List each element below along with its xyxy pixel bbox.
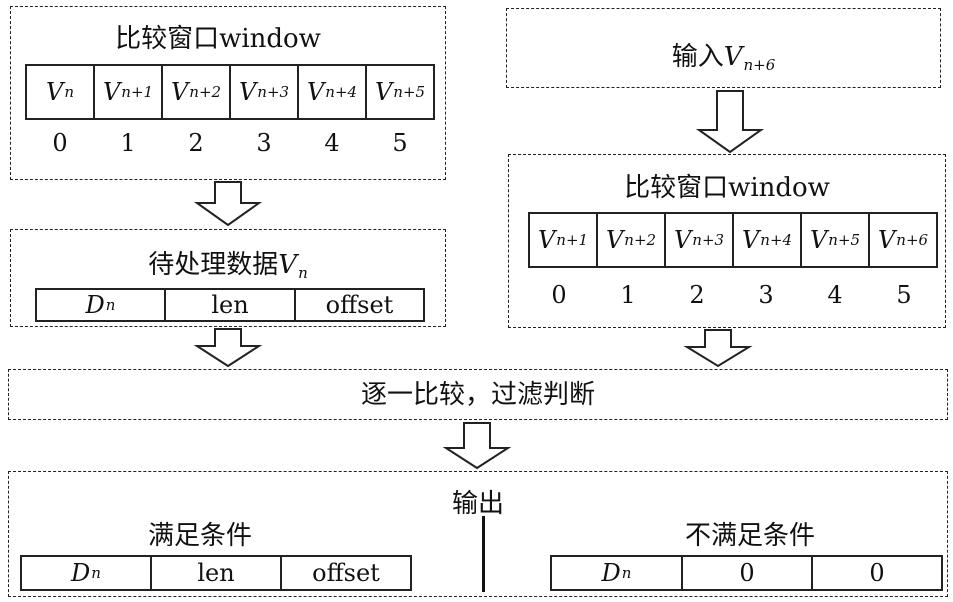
- not-satisfied-label: 不满足条件: [684, 521, 815, 551]
- data-field-len: len: [164, 288, 296, 322]
- window-index: 5: [392, 129, 408, 157]
- data-field-offset: offset: [294, 288, 425, 322]
- window-index: 1: [620, 281, 636, 309]
- left-window-box: [10, 6, 446, 180]
- data-field-len: len: [150, 555, 282, 591]
- input-box: [506, 8, 941, 88]
- data-field-len: 0: [681, 555, 813, 591]
- window-index: 0: [52, 129, 68, 157]
- down-arrow-icon: [442, 422, 512, 470]
- pending-data-box: [10, 229, 446, 327]
- output-divider: [482, 516, 485, 592]
- down-arrow-icon: [193, 181, 263, 227]
- window-index: 4: [827, 281, 843, 309]
- pending-data-title: 待处理数据Vn: [148, 250, 308, 282]
- input-label: 输入Vn+6: [671, 42, 776, 74]
- window-index: 0: [551, 281, 567, 309]
- window-index: 3: [256, 129, 272, 157]
- data-field-offset: offset: [280, 555, 412, 591]
- down-arrow-icon: [683, 329, 753, 368]
- left-window-title: 比较窗口window: [115, 24, 321, 54]
- data-field-offset: 0: [811, 555, 943, 591]
- right-window-title: 比较窗口window: [624, 173, 830, 203]
- down-arrow-icon: [695, 90, 765, 154]
- satisfied-label: 满足条件: [147, 521, 252, 551]
- right-window-box: [508, 154, 946, 328]
- output-box: [8, 471, 948, 597]
- window-index: 2: [188, 129, 204, 157]
- compare-label: 逐一比较，过滤判断: [360, 380, 595, 410]
- window-index: 1: [120, 129, 136, 157]
- window-index: 4: [324, 129, 340, 157]
- compare-box: [8, 369, 948, 420]
- down-arrow-icon: [193, 328, 263, 368]
- window-index: 2: [689, 281, 705, 309]
- window-index: 3: [758, 281, 774, 309]
- output-title: 输出: [451, 489, 504, 519]
- window-index: 5: [896, 281, 912, 309]
